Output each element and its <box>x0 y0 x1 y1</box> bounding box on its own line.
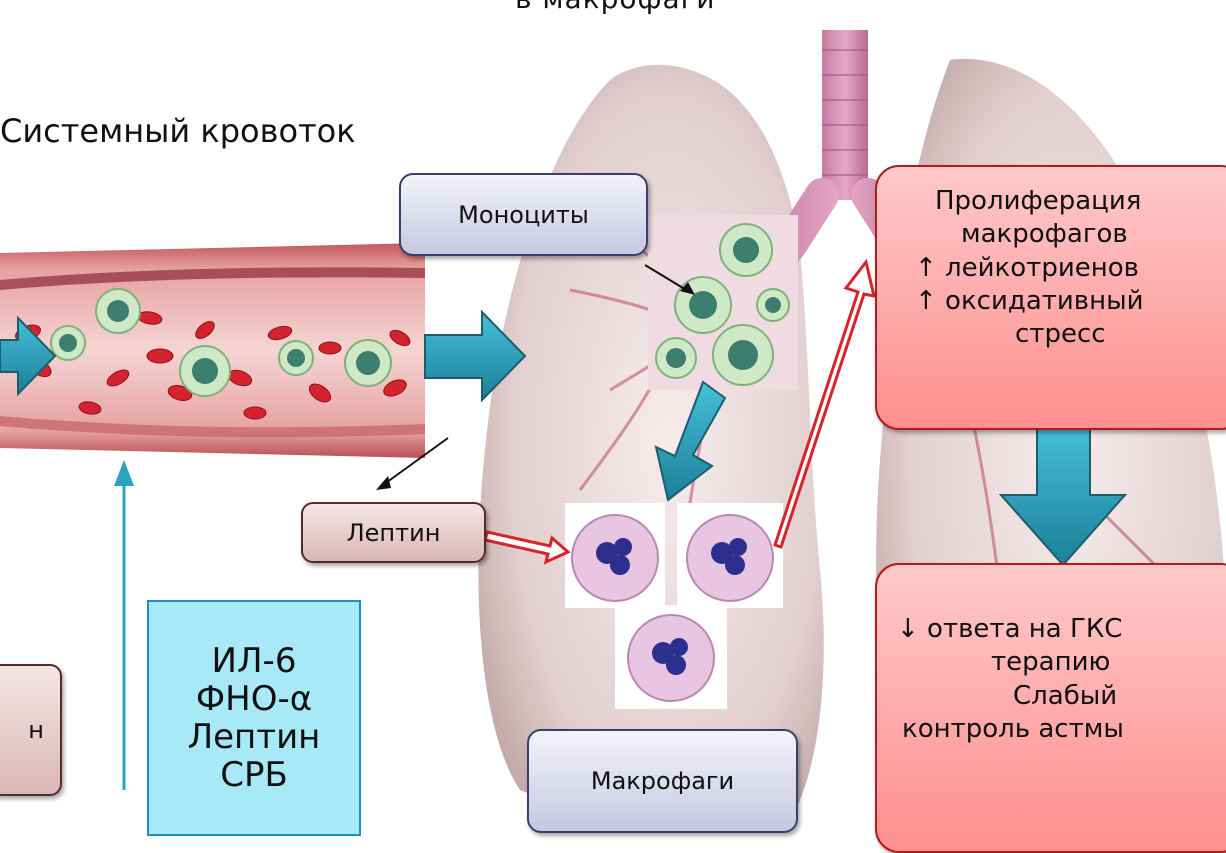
outcome-line: ↓ ответа на ГКС <box>897 613 1122 646</box>
leptin-label: Лептин <box>301 502 486 563</box>
outcome-line: терапию <box>897 646 1110 679</box>
outcome-box: ↓ ответа на ГКС терапию Слабый контроль … <box>875 563 1226 853</box>
outcome-line: Слабый <box>897 680 1117 713</box>
inflow-arrow <box>0 318 55 394</box>
proliferation-line: стресс <box>915 318 1106 351</box>
cytokine-item: ФНО-α <box>196 680 312 718</box>
leptin-arrow <box>485 532 568 562</box>
proliferation-line: макрофагов <box>915 218 1128 251</box>
macrophage-to-proliferation-arrow <box>775 262 874 547</box>
cytokines-box: ИЛ-6 ФНО-α Лептин СРБ <box>147 600 361 836</box>
cytokine-item: ИЛ-6 <box>212 642 297 680</box>
left-cut-label: н <box>0 664 62 796</box>
proliferation-line: ↑ лейкотриенов <box>915 252 1139 285</box>
proliferation-box: Пролиферация макрофагов ↑ лейкотриенов ↑… <box>875 165 1226 430</box>
monocyte-to-macrophage-arrow <box>656 382 725 500</box>
outcome-line: контроль астмы <box>897 713 1124 746</box>
macrophages-label: Макрофаги <box>527 729 798 833</box>
cytokines-arrow-head <box>114 460 134 486</box>
cytokine-item: Лептин <box>188 718 321 756</box>
proliferation-line: ↑ оксидативный <box>915 285 1144 318</box>
monocytes-label: Моноциты <box>399 173 648 256</box>
left-cut-label-text: н <box>28 715 44 745</box>
vessel-to-lung-arrow <box>425 312 525 400</box>
systemic-circulation-label: Системный кровоток <box>0 112 356 150</box>
proliferation-line: Пролиферация <box>915 185 1141 218</box>
cytokine-item: СРБ <box>220 756 288 794</box>
proliferation-to-outcome-arrow <box>1001 425 1125 565</box>
